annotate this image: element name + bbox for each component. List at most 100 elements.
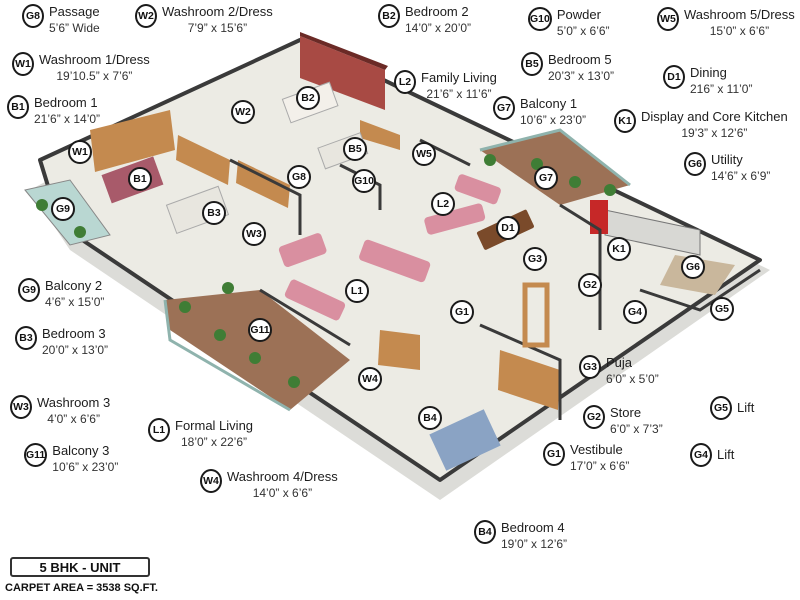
legend-G4: G4 Lift bbox=[690, 443, 734, 467]
legend-dims: 21’6” x 14’0” bbox=[34, 112, 101, 126]
legend-W4: W4 Washroom 4/Dress 14’0” x 6’6” bbox=[200, 469, 338, 501]
marker-B3: B3 bbox=[202, 201, 226, 225]
marker-G6: G6 bbox=[681, 255, 705, 279]
legend-dims: 14’6” x 6’9” bbox=[711, 169, 771, 183]
marker-G5: G5 bbox=[710, 297, 734, 321]
legend-badge: W4 bbox=[200, 469, 222, 493]
legend-name: Lift bbox=[737, 400, 755, 415]
legend-dims: 10’6” x 23’0” bbox=[52, 460, 119, 474]
legend-dims: 4’0” x 6’6” bbox=[47, 412, 100, 426]
legend-badge: G6 bbox=[684, 152, 706, 176]
balcony-1-deck bbox=[480, 130, 630, 205]
legend-badge: K1 bbox=[614, 109, 636, 133]
legend-name: Bedroom 4 bbox=[501, 520, 565, 535]
balcony-1-railing bbox=[479, 128, 631, 187]
family-living-sofa-2 bbox=[424, 203, 486, 235]
legend-name: Passage bbox=[49, 4, 100, 19]
marker-G1: G1 bbox=[450, 300, 474, 324]
marker-G4: G4 bbox=[623, 300, 647, 324]
legend-name: Washroom 3 bbox=[37, 395, 111, 410]
legend-badge: G8 bbox=[22, 4, 44, 28]
legend-name: Utility bbox=[711, 152, 743, 167]
balcony-3-railing bbox=[163, 299, 291, 412]
bedroom-2-accent-wall-top bbox=[300, 32, 388, 70]
wardrobe-bedroom-1b bbox=[176, 135, 230, 185]
legend-dims: 14’0” x 6’6” bbox=[252, 486, 313, 500]
legend-badge: B2 bbox=[378, 4, 400, 28]
legend-name: Bedroom 5 bbox=[548, 52, 612, 67]
legend-badge: W3 bbox=[10, 395, 32, 419]
marker-L2: L2 bbox=[431, 192, 455, 216]
bed-bedroom-3 bbox=[165, 185, 230, 234]
legend-B4: B4 Bedroom 4 19’0” x 12’6” bbox=[474, 520, 567, 552]
legend-dims: 4’6” x 15’0” bbox=[45, 295, 105, 309]
legend-name: Dining bbox=[690, 65, 727, 80]
legend-G11: G11 Balcony 3 10’6” x 23’0” bbox=[24, 443, 118, 475]
legend-B2: B2 Bedroom 2 14’0” x 20’0” bbox=[378, 4, 471, 36]
legend-badge: D1 bbox=[663, 65, 685, 89]
marker-B4: B4 bbox=[418, 406, 442, 430]
legend-badge: L2 bbox=[394, 70, 416, 94]
legend-dims: 14’0” x 20’0” bbox=[405, 21, 472, 35]
wardrobe-bedroom-4 bbox=[498, 350, 560, 410]
marker-G3: G3 bbox=[523, 247, 547, 271]
legend-badge: B4 bbox=[474, 520, 496, 544]
vestibule-door bbox=[522, 282, 550, 348]
legend-dims: 20’3” x 13’0” bbox=[548, 69, 615, 83]
legend-dims: 19’10.5” x 7’6” bbox=[56, 69, 133, 83]
marker-W2: W2 bbox=[231, 100, 255, 124]
legend-G8: G8 Passage 5’6” Wide bbox=[22, 4, 100, 36]
legend-dims: 18’0” x 22’6” bbox=[180, 435, 248, 449]
marker-G8: G8 bbox=[287, 165, 311, 189]
legend-name: Washroom 4/Dress bbox=[227, 469, 338, 484]
marker-B5: B5 bbox=[343, 137, 367, 161]
legend-name: Display and Core Kitchen bbox=[641, 109, 788, 124]
legend-badge: G4 bbox=[690, 443, 712, 467]
legend-dims: 20’0” x 13’0” bbox=[42, 343, 109, 357]
legend-name: Formal Living bbox=[175, 418, 254, 433]
legend-dims: 15’0” x 6’6” bbox=[709, 24, 770, 38]
legend-name: Store bbox=[610, 405, 642, 420]
legend-G5: G5 Lift bbox=[710, 396, 754, 420]
legend-K1: K1 Display and Core Kitchen 19’3” x 12’6” bbox=[614, 109, 788, 141]
legend-badge: L1 bbox=[148, 418, 170, 442]
legend-dims: 7’9” x 15’6” bbox=[187, 21, 248, 35]
carpet-area-label: CARPET AREA = 3538 SQ.FT. bbox=[5, 582, 158, 594]
wardrobe-bedroom-5 bbox=[360, 120, 400, 150]
legend-name: Balcony 3 bbox=[52, 443, 110, 458]
legend-dims: 19’0” x 12’6” bbox=[501, 537, 568, 551]
marker-W4: W4 bbox=[358, 367, 382, 391]
legend-W3: W3 Washroom 3 4’0” x 6’6” bbox=[10, 395, 110, 427]
legend-G6: G6 Utility 14’6” x 6’9” bbox=[684, 152, 770, 184]
legend-name: Family Living bbox=[421, 70, 497, 85]
legend-name: Bedroom 2 bbox=[405, 4, 469, 19]
legend-badge: G5 bbox=[710, 396, 732, 420]
legend-badge: B1 bbox=[7, 95, 29, 119]
legend-badge: B3 bbox=[15, 326, 37, 350]
legend-dims: 5’6” Wide bbox=[49, 21, 100, 35]
marker-L1: L1 bbox=[345, 279, 369, 303]
wardrobe-bedroom-3 bbox=[236, 160, 290, 208]
formal-living-sofa-2 bbox=[359, 239, 431, 283]
marker-B2: B2 bbox=[296, 86, 320, 110]
legend-dims: 10’6” x 23’0” bbox=[520, 113, 587, 127]
balcony-3-deck bbox=[165, 290, 350, 410]
marker-W3: W3 bbox=[242, 222, 266, 246]
legend-dims: 5’0” x 6’6” bbox=[556, 24, 610, 38]
legend-badge: G2 bbox=[583, 405, 605, 429]
family-living-sofa-1 bbox=[454, 174, 501, 205]
legend-badge: W5 bbox=[657, 7, 679, 31]
legend-dims: 19’3” x 12’6” bbox=[681, 126, 748, 140]
legend-badge: G11 bbox=[24, 443, 48, 467]
legend-badge: G9 bbox=[18, 278, 40, 302]
wardrobe-washroom-4 bbox=[378, 330, 420, 370]
marker-B1: B1 bbox=[128, 167, 152, 191]
marker-G7: G7 bbox=[534, 166, 558, 190]
marker-K1: K1 bbox=[607, 237, 631, 261]
